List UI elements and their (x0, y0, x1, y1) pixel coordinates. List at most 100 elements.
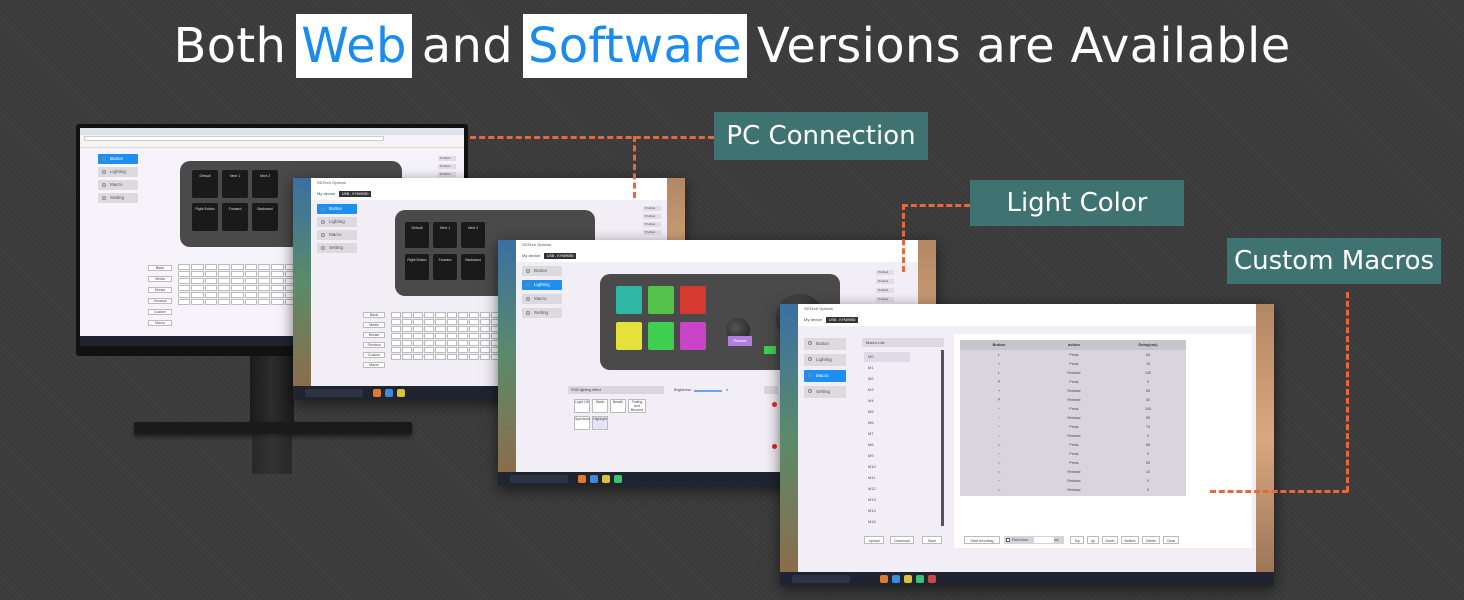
web-key-3[interactable]: Next 2 (252, 170, 278, 198)
lit-key-5[interactable] (648, 322, 674, 350)
top-button[interactable]: Top (1070, 536, 1084, 544)
web-preset-3[interactable]: Profile4 (438, 172, 456, 177)
taskbar-icon[interactable] (928, 575, 936, 583)
fixed-time-control[interactable]: Fixed time ms (1004, 536, 1064, 544)
macro-list-item[interactable]: M6 (868, 420, 874, 425)
keytype-basic[interactable]: Basic (363, 312, 385, 318)
taskbar-icon[interactable] (614, 475, 622, 483)
taskbar-icon[interactable] (916, 575, 924, 583)
taskbar-icon[interactable] (373, 389, 381, 397)
preset-2[interactable]: Profile4 (643, 214, 661, 219)
color-dot-red[interactable] (772, 402, 777, 407)
effect-light-off[interactable]: Light Off (574, 399, 590, 413)
sidebar-setting[interactable]: Setting (804, 386, 846, 398)
key-5[interactable]: Forward (433, 254, 457, 280)
keytype-macro[interactable]: Macro (363, 362, 385, 368)
sidebar-button[interactable]: Button (317, 204, 357, 214)
macro-list-item[interactable]: M13 (868, 497, 876, 502)
download-button[interactable]: Download (890, 536, 914, 544)
device-tag[interactable]: USB - KYM0KB0 (826, 316, 859, 323)
sidebar-lighting[interactable]: Lighting (522, 280, 562, 290)
macro-list-item[interactable]: M4 (868, 398, 874, 403)
web-keytype-custom[interactable]: Custom (148, 309, 172, 315)
effect-highlight[interactable]: Highlight (592, 416, 608, 430)
macro-list-item[interactable]: M12 (868, 486, 876, 491)
web-key-4[interactable]: Right Button (192, 203, 218, 231)
preset-1[interactable]: Profile4 (876, 270, 894, 275)
effect-breath[interactable]: Breath (610, 399, 626, 413)
down-button[interactable]: Down (1102, 536, 1118, 544)
effect-fading[interactable]: Fading and Become (628, 399, 646, 413)
taskbar-icon[interactable] (397, 389, 405, 397)
sidebar-lighting[interactable]: Lighting (317, 217, 357, 227)
taskbar-icon[interactable] (385, 389, 393, 397)
macro-list-item[interactable]: M1 (868, 365, 874, 370)
sidebar-button[interactable]: Button (804, 338, 846, 350)
sidebar-macro[interactable]: Macro (804, 370, 846, 382)
device-tag[interactable]: USB - KYM0KB0 (544, 252, 577, 259)
preset-4[interactable]: Profile4 (643, 230, 661, 235)
web-sidebar-lighting[interactable]: Lighting (98, 167, 138, 177)
brightness-slider[interactable] (694, 390, 722, 392)
macro-list-item[interactable]: M3 (868, 387, 874, 392)
clear-button[interactable]: Clear (1163, 536, 1179, 544)
save-button[interactable]: Save (922, 536, 942, 544)
up-button[interactable]: Up (1087, 536, 1099, 544)
knob-green-badge[interactable] (764, 346, 776, 354)
bottom-button[interactable]: Bottom (1121, 536, 1139, 544)
key-6[interactable]: Backward (461, 254, 485, 280)
lit-key-4[interactable] (616, 322, 642, 350)
lit-key-2[interactable] (648, 286, 674, 314)
lit-key-3[interactable] (680, 286, 706, 314)
taskbar-search[interactable] (510, 475, 568, 483)
web-sidebar-setting[interactable]: Setting (98, 193, 138, 203)
taskbar-search[interactable] (305, 389, 363, 397)
web-keytype-shortcut[interactable]: Shortcut (148, 298, 172, 304)
preset-3[interactable]: Profile4 (876, 288, 894, 293)
browser-address-bar[interactable] (84, 136, 384, 141)
macro-list-item[interactable]: M8 (868, 442, 874, 447)
taskbar-icon[interactable] (590, 475, 598, 483)
lit-key-6[interactable] (680, 322, 706, 350)
preset-2[interactable]: Profile4 (876, 279, 894, 284)
start-recording-button[interactable]: Start recording (964, 536, 1000, 544)
macro-list-item[interactable]: M5 (868, 409, 874, 414)
sidebar-button[interactable]: Button (522, 266, 562, 276)
web-key-6[interactable]: Backward (252, 203, 278, 231)
web-keytype-mouse[interactable]: Mouse (148, 287, 172, 293)
preset-4[interactable]: Profile4 (876, 297, 894, 302)
taskbar-icon[interactable] (904, 575, 912, 583)
web-key-5[interactable]: Forward (222, 203, 248, 231)
sidebar-macro[interactable]: Macro (522, 294, 562, 304)
macro-list-item[interactable]: M11 (868, 475, 876, 480)
macro-list-item[interactable]: M2 (868, 376, 874, 381)
sidebar-setting[interactable]: Setting (317, 243, 357, 253)
macro-list-item[interactable]: M9 (868, 453, 874, 458)
macro-list-item[interactable]: M7 (868, 431, 874, 436)
macro-list-scrollbar[interactable] (941, 350, 944, 526)
macro-list-item[interactable]: M15 (868, 519, 876, 524)
taskbar-icon[interactable] (880, 575, 888, 583)
lit-key-1[interactable] (616, 286, 642, 314)
keytype-mouse[interactable]: Mouse (363, 332, 385, 338)
web-preset-2[interactable]: Profile4 (438, 164, 456, 169)
effect-static[interactable]: Static (592, 399, 608, 413)
taskbar-icon[interactable] (602, 475, 610, 483)
taskbar-icon[interactable] (578, 475, 586, 483)
web-keytype-basic[interactable]: Basic (148, 265, 172, 271)
keytype-media[interactable]: Media (363, 322, 385, 328)
taskbar-search[interactable] (792, 575, 850, 583)
sidebar-setting[interactable]: Setting (522, 308, 562, 318)
preset-1[interactable]: Profile4 (643, 206, 661, 211)
taskbar-icon[interactable] (892, 575, 900, 583)
